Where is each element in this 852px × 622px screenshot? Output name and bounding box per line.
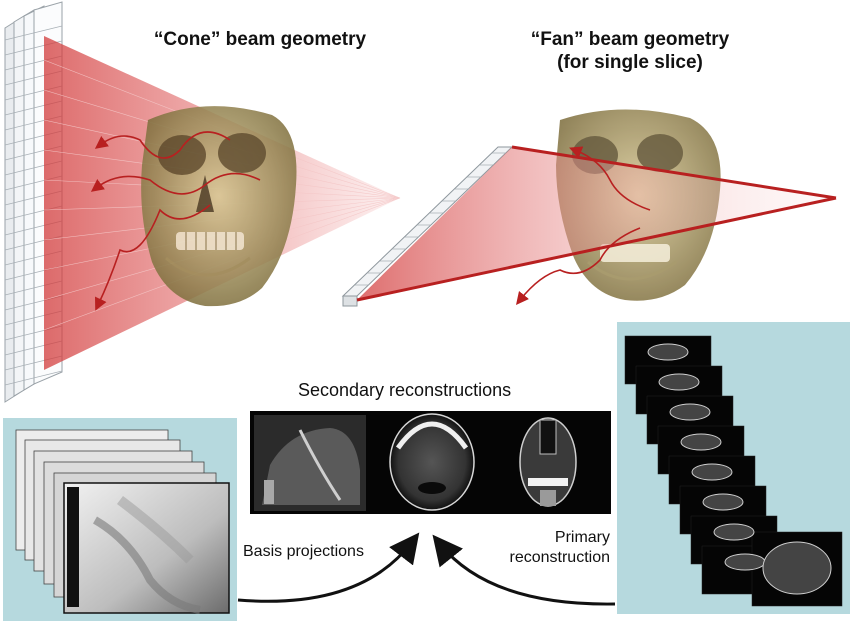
skull-cone — [141, 106, 296, 306]
label-secondary-reconstructions: Secondary reconstructions — [298, 380, 578, 400]
basis-projections-panel — [3, 418, 237, 621]
title-cone-beam: “Cone” beam geometry — [120, 28, 400, 51]
label-primary-line2: reconstruction — [470, 548, 610, 568]
title-fan-beam: “Fan” beam geometry (for single slice) — [500, 28, 760, 74]
secondary-reconstructions-strip — [250, 411, 611, 514]
label-primary-line1: Primary — [470, 528, 610, 548]
title-fan-line2: (for single slice) — [500, 51, 760, 74]
label-basis-projections: Basis projections — [243, 542, 403, 562]
label-primary-reconstruction: Primary reconstruction — [470, 528, 610, 568]
primary-reconstruction-panel — [617, 322, 850, 614]
title-fan-line1: “Fan” beam geometry — [500, 28, 760, 51]
